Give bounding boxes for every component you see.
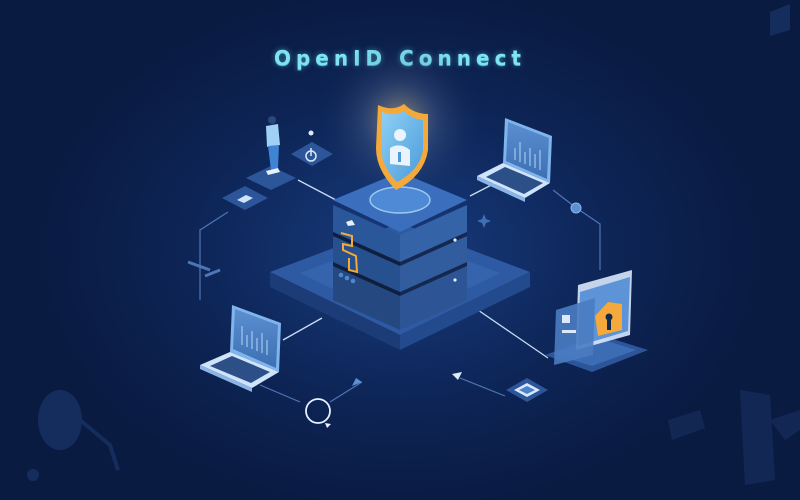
fingerprint-tile	[291, 130, 333, 166]
dashed-paths	[187, 189, 601, 403]
id-card-tile	[506, 378, 548, 402]
user-figure	[266, 116, 280, 175]
laptop-bottom-left	[200, 305, 281, 392]
lock-browser-window	[545, 270, 648, 372]
background-decor	[27, 4, 800, 485]
refresh-icon	[305, 398, 331, 428]
sparkle-icon	[477, 214, 491, 228]
shield-base-ring	[369, 186, 431, 214]
laptop-top-right	[477, 118, 552, 202]
server-stack	[333, 172, 467, 330]
shield-user-icon	[376, 104, 428, 190]
arrow-head	[452, 372, 462, 380]
node-dot	[570, 202, 582, 214]
logo-mark-icon	[340, 232, 359, 274]
hand-tile	[222, 186, 268, 210]
arrow-head	[352, 378, 362, 386]
user-standing-tile	[246, 166, 296, 190]
